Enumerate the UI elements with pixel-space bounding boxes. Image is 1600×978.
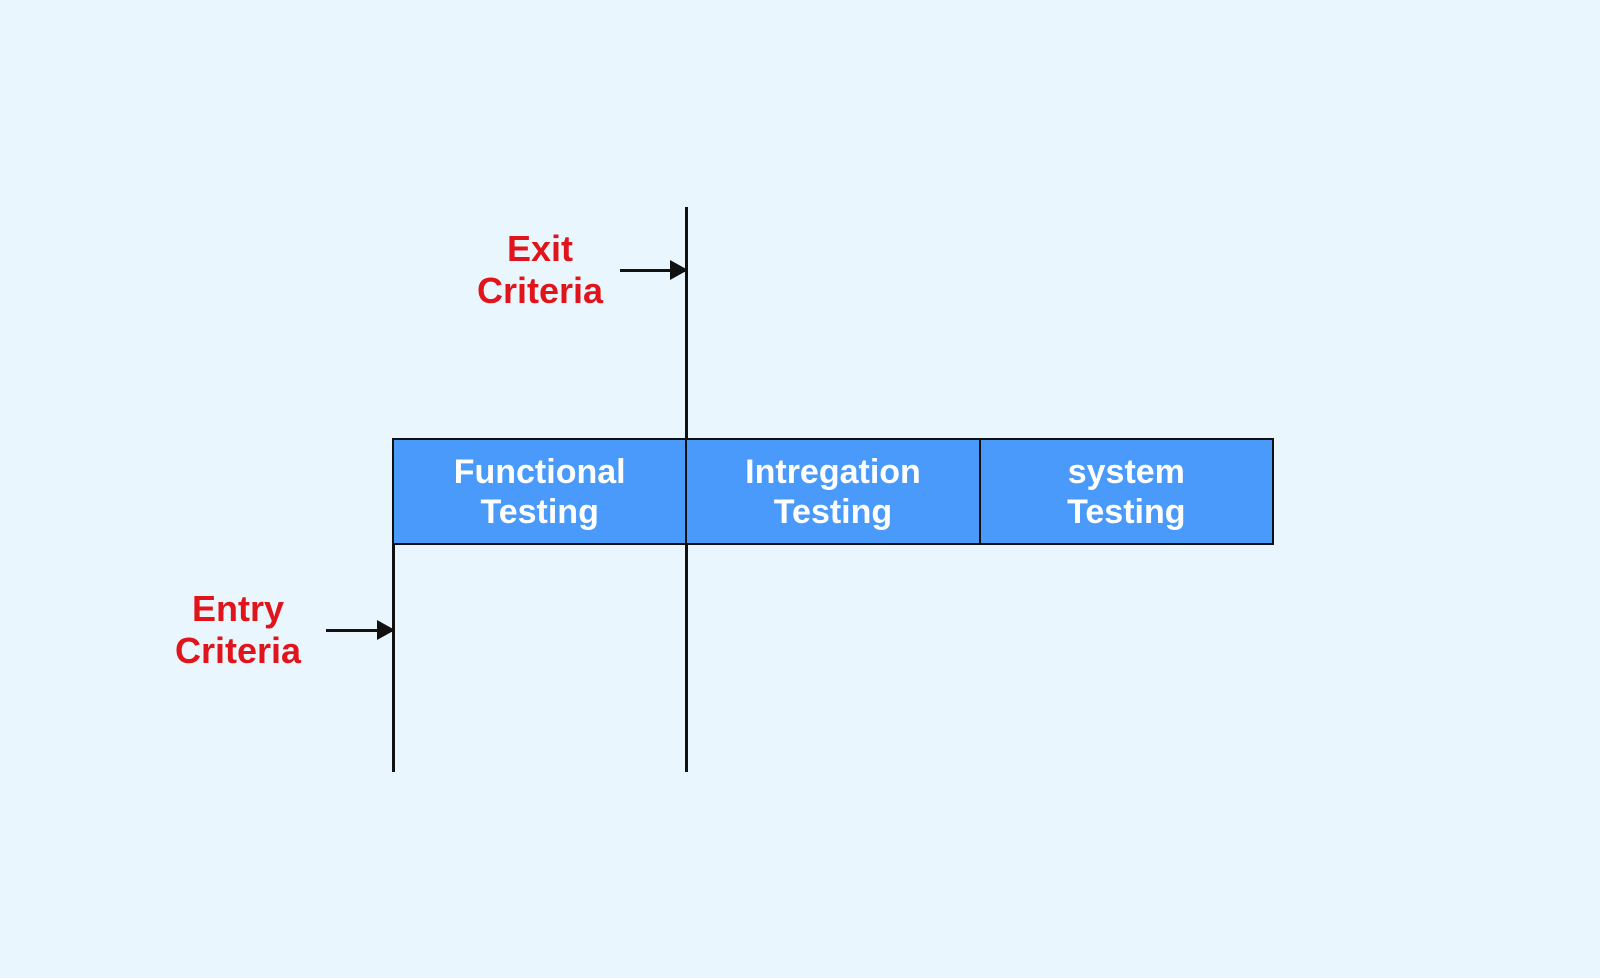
exit-label-line1: Exit [506,228,574,269]
stage-label-line1: system [1067,452,1185,491]
stage-integration-testing: Intregation Testing [687,440,981,543]
stage-system-testing: system Testing [981,440,1272,543]
stage-label-line2: Testing [1067,492,1186,531]
stage-label-line1: Functional [453,452,626,491]
exit-criteria-arrow [620,260,688,280]
entry-label-line1: Entry [191,588,285,629]
entry-label-line2: Criteria [174,630,302,671]
arrow-head-icon [670,260,688,280]
stage-label-line2: Testing [480,492,599,531]
exit-criteria-label: Exit Criteria [465,228,615,312]
stage-label-line1: Intregation [745,452,921,491]
entry-criteria-arrow [326,620,395,640]
entry-criteria-label: Entry Criteria [163,588,313,672]
stage-label-line2: Testing [773,492,893,531]
stage-functional-testing: Functional Testing [394,440,688,543]
exit-label-line2: Criteria [476,270,604,311]
arrow-head-icon [377,620,395,640]
testing-stages-row: Functional Testing Intregation Testing s… [392,438,1274,545]
